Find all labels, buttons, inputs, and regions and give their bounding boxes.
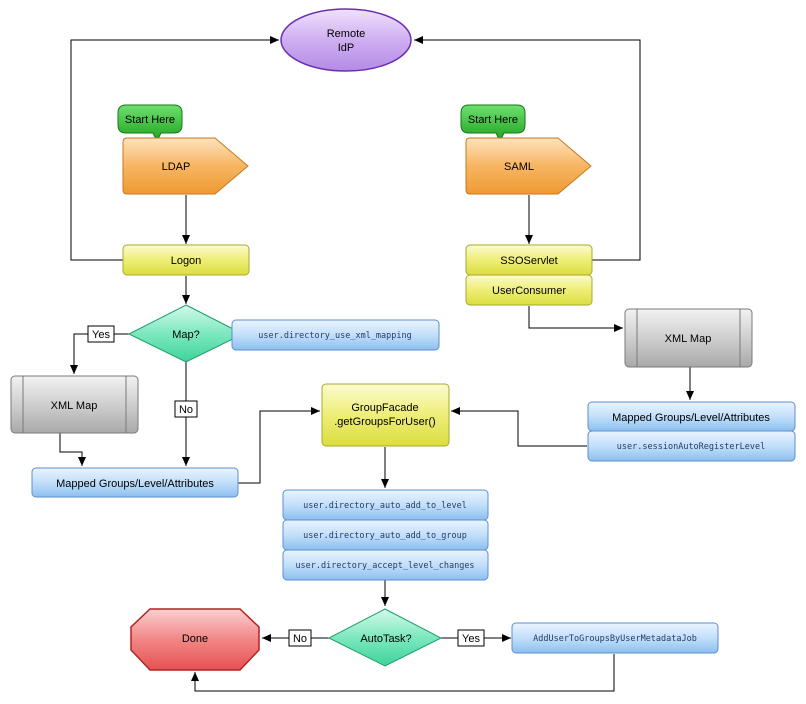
ssoservlet-node[interactable]: SSOServlet: [465, 244, 593, 276]
done-label: Done: [182, 633, 208, 645]
property-label-2: user.directory_auto_add_to_group: [303, 531, 467, 541]
start-here-right-bubble: Start Here: [460, 104, 526, 143]
logon-node[interactable]: Logon: [122, 244, 250, 276]
property-box-2: user.directory_auto_add_to_group: [282, 519, 489, 551]
start-here-left-bubble: Start Here: [117, 104, 183, 143]
property-box-3: user.directory_accept_level_changes: [282, 549, 489, 581]
ldap-label: LDAP: [162, 161, 191, 173]
session-property-box: user.sessionAutoRegisterLevel: [587, 430, 796, 462]
start-here-left-label: Start Here: [125, 114, 175, 126]
edge-job-to-done: [191, 654, 615, 692]
map-decision-label: Map?: [172, 329, 200, 341]
mapped-right-node[interactable]: Mapped Groups/Level/Attributes: [587, 401, 796, 432]
xml-map-right-label: XML Map: [665, 333, 712, 345]
mapped-right-label: Mapped Groups/Level/Attributes: [612, 412, 770, 424]
no-bottom-label: No: [293, 633, 307, 645]
job-label: AddUserToGroupsByUserMetadataJob: [533, 634, 697, 644]
job-node[interactable]: AddUserToGroupsByUserMetadataJob: [511, 622, 719, 654]
groupfacade-node[interactable]: GroupFacade .getGroupsForUser(): [321, 383, 450, 447]
done-node[interactable]: Done: [130, 608, 260, 671]
xml-map-left-node[interactable]: XML Map: [10, 375, 139, 434]
yes-bottom-label: Yes: [462, 633, 480, 645]
mapped-left-node[interactable]: Mapped Groups/Level/Attributes: [31, 467, 239, 498]
no-tag-left: No: [174, 400, 198, 418]
logon-label: Logon: [171, 255, 202, 267]
xml-map-right-node[interactable]: XML Map: [624, 308, 753, 368]
property-label-1: user.directory_auto_add_to_level: [303, 501, 467, 511]
start-here-right-label: Start Here: [468, 114, 518, 126]
ssoservlet-label: SSOServlet: [500, 255, 557, 267]
no-left-label: No: [179, 404, 193, 416]
remote-idp-label-2: IdP: [338, 42, 355, 54]
edge-userconsumer-to-xmlmap: [528, 306, 623, 332]
yes-tag-left: Yes: [87, 325, 115, 343]
edge-ssoservlet-to-idp: [414, 36, 641, 261]
property-stack: user.directory_auto_add_to_level user.di…: [282, 489, 489, 581]
ldap-node[interactable]: LDAP: [122, 137, 249, 195]
yes-tag-bottom: Yes: [457, 629, 485, 647]
saml-node[interactable]: SAML: [465, 137, 592, 195]
edge-logon-to-idp: [70, 36, 279, 261]
edge-xmlmap-to-mapped-left: [59, 433, 86, 466]
userconsumer-node[interactable]: UserConsumer: [465, 274, 593, 306]
map-property-label: user.directory_use_xml_mapping: [258, 331, 412, 341]
no-tag-bottom: No: [288, 629, 312, 647]
property-label-3: user.directory_accept_level_changes: [295, 561, 474, 571]
map-decision-node[interactable]: Map?: [127, 304, 245, 363]
edge-mapped-left-to-facade: [238, 407, 320, 484]
remote-idp-label-1: Remote: [327, 28, 366, 40]
xml-map-left-label: XML Map: [51, 400, 98, 412]
groupfacade-label-2: .getGroupsForUser(): [334, 416, 435, 428]
property-box-1: user.directory_auto_add_to_level: [282, 489, 489, 521]
remote-idp-node[interactable]: Remote IdP: [280, 8, 412, 72]
autotask-decision-node[interactable]: AutoTask?: [327, 608, 443, 667]
yes-left-label: Yes: [92, 329, 110, 341]
mapped-left-label: Mapped Groups/Level/Attributes: [56, 478, 214, 490]
userconsumer-label: UserConsumer: [492, 285, 566, 297]
groupfacade-label-1: GroupFacade: [351, 402, 418, 414]
saml-label: SAML: [504, 161, 534, 173]
map-property-box: user.directory_use_xml_mapping: [231, 319, 440, 351]
edge-mapped-right-to-facade: [451, 407, 587, 447]
session-property-label: user.sessionAutoRegisterLevel: [617, 442, 765, 452]
autotask-label: AutoTask?: [360, 633, 411, 645]
